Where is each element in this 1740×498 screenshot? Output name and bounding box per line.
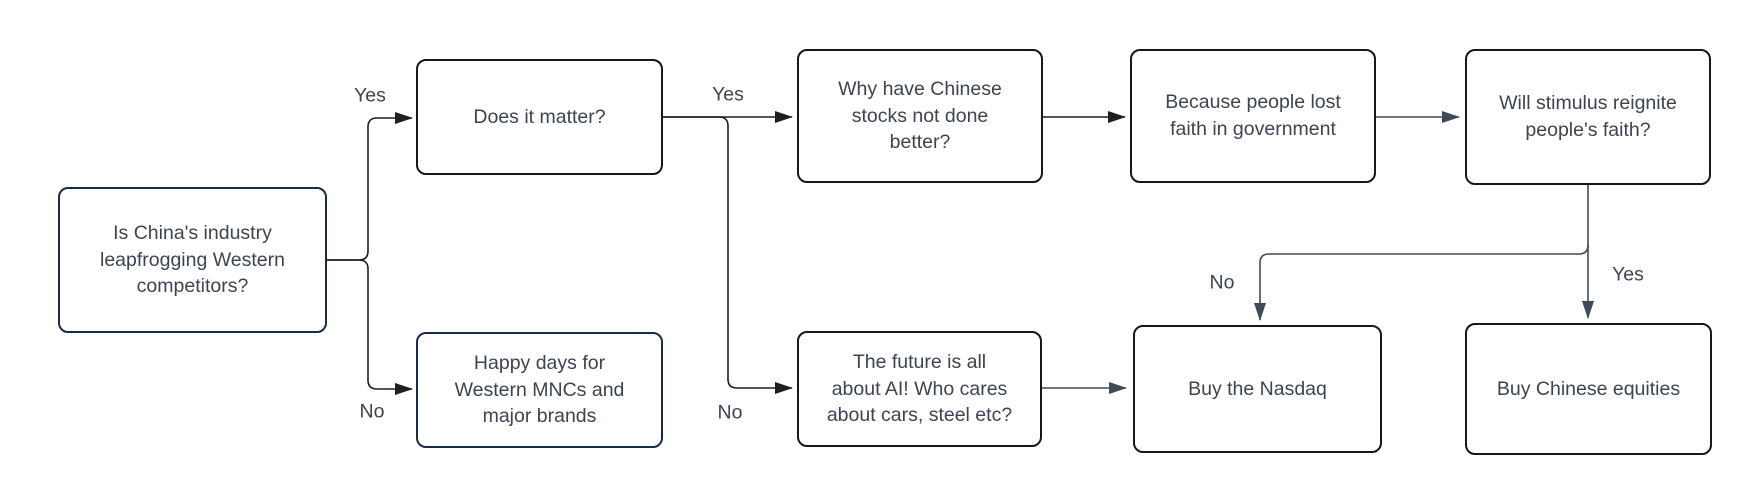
connector-q4-no-r3 — [1254, 244, 1589, 321]
connector-q1-no-r1 — [327, 259, 413, 395]
edge-label-yes-q2-q3: Yes — [712, 83, 744, 106]
node-future-ai-label: The future is all about AI! Who cares ab… — [826, 350, 1013, 427]
node-buy-chinese-equities-label: Buy Chinese equities — [1496, 377, 1681, 400]
edge-label-no-q1-r1: No — [359, 400, 385, 423]
edge-label-yes-q4-r4: Yes — [1612, 263, 1644, 286]
node-stimulus-faith: Will stimulus reignite people's faith? — [1465, 49, 1711, 185]
node-lost-faith-label: Because people lost faith in government — [1165, 91, 1341, 140]
edge-label-no-q2-r2: No — [717, 401, 743, 424]
node-buy-chinese-equities: Buy Chinese equities — [1465, 323, 1712, 455]
node-china-industry: Is China's industry leapfrogging Western… — [58, 187, 327, 333]
node-buy-nasdaq: Buy the Nasdaq — [1133, 325, 1382, 453]
edge-label-yes-q1-q2: Yes — [354, 84, 386, 107]
node-does-it-matter-label: Does it matter? — [473, 105, 606, 128]
node-stimulus-faith-label: Will stimulus reignite people's faith? — [1499, 92, 1677, 141]
node-china-industry-label: Is China's industry leapfrogging Western… — [99, 221, 285, 298]
node-lost-faith: Because people lost faith in government — [1130, 49, 1376, 183]
node-chinese-stocks: Why have Chinese stocks not done better? — [797, 49, 1043, 183]
node-does-it-matter: Does it matter? — [416, 59, 663, 175]
node-future-ai: The future is all about AI! Who cares ab… — [797, 331, 1042, 447]
node-chinese-stocks-label: Why have Chinese stocks not done better? — [838, 77, 1002, 154]
node-buy-nasdaq-label: Buy the Nasdaq — [1188, 377, 1327, 400]
connector-q2-no-r2 — [663, 116, 793, 394]
node-happy-days-label: Happy days for Western MNCs and major br… — [454, 351, 625, 428]
node-happy-days: Happy days for Western MNCs and major br… — [416, 332, 663, 448]
edge-label-no-q4-r3: No — [1209, 271, 1235, 294]
connector-q1-yes-q2 — [327, 112, 413, 261]
